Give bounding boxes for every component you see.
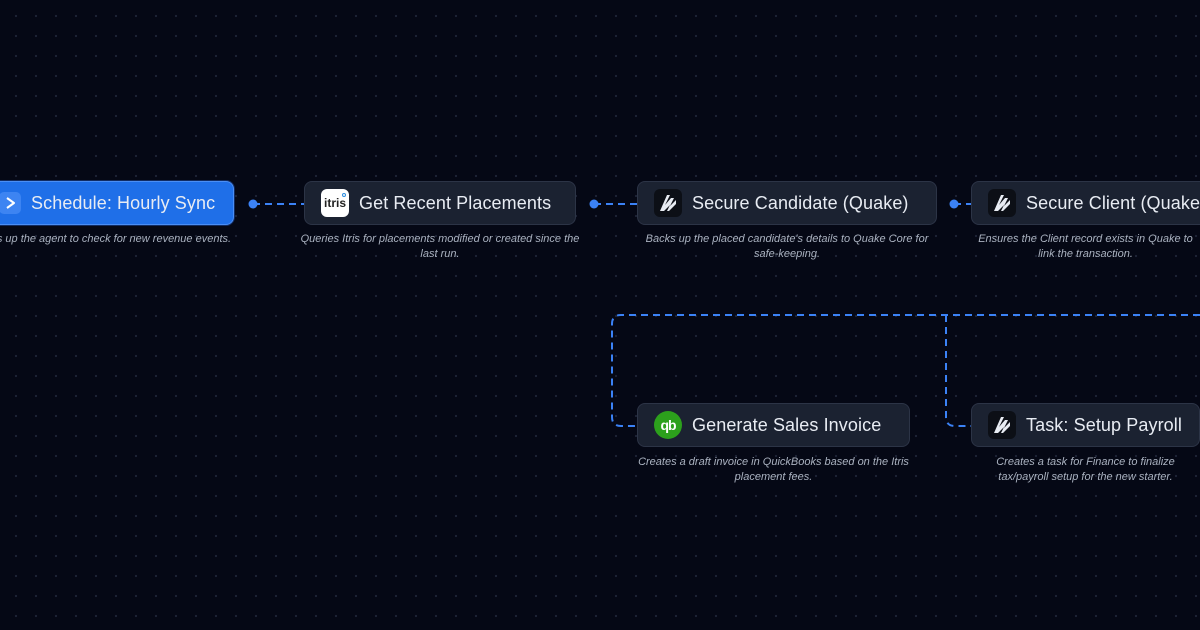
quake-logo-icon (654, 189, 682, 217)
node-description-client: Ensures the Client record exists in Quak… (978, 233, 1193, 260)
port-placements-out[interactable] (589, 199, 599, 209)
quake-logo-icon (988, 189, 1016, 217)
play-icon (0, 192, 21, 214)
node-secure-candidate[interactable]: Secure Candidate (Quake) (637, 181, 937, 225)
quake-logo-icon (988, 411, 1016, 439)
node-label: Get Recent Placements (359, 192, 552, 213)
connector-branch-invoice (611, 314, 1200, 427)
node-task-setup-payroll[interactable]: Task: Setup Payroll (971, 403, 1200, 447)
node-label: Secure Client (Quake) (1026, 192, 1200, 213)
connector-branch-payroll (945, 315, 971, 427)
quickbooks-logo-icon: qb (654, 411, 682, 439)
node-description-candidate: Backs up the placed candidate's details … (645, 233, 929, 260)
node-schedule-hourly-sync[interactable]: Schedule: Hourly Sync (0, 181, 234, 225)
node-label: Secure Candidate (Quake) (692, 192, 909, 213)
node-description-payroll: Creates a task for Finance to finalize t… (996, 456, 1175, 483)
node-secure-client[interactable]: Secure Client (Quake) (971, 181, 1200, 225)
node-description-schedule: Wakes up the agent to check for new reve… (0, 233, 232, 245)
node-description-placements: Queries Itris for placements modified or… (300, 233, 580, 260)
port-candidate-out[interactable] (949, 199, 959, 209)
itris-logo-icon: itris (321, 189, 349, 217)
node-description-invoice: Creates a draft invoice in QuickBooks ba… (638, 456, 909, 483)
port-schedule-out[interactable] (248, 199, 258, 209)
node-label: Schedule: Hourly Sync (31, 192, 216, 213)
node-get-recent-placements[interactable]: itris Get Recent Placements (304, 181, 576, 225)
node-generate-sales-invoice[interactable]: qb Generate Sales Invoice (637, 403, 910, 447)
node-label: Generate Sales Invoice (692, 414, 882, 435)
node-label: Task: Setup Payroll (1026, 414, 1182, 435)
